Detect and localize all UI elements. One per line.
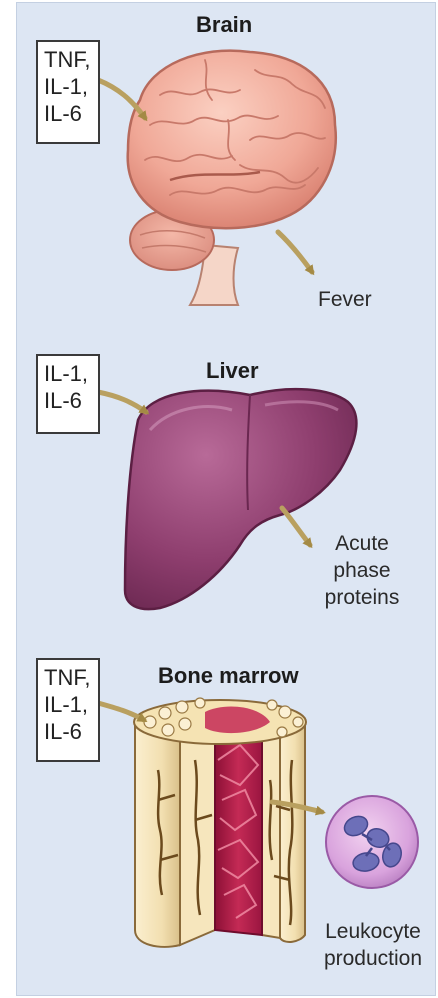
cytokine-label: TNF,	[44, 46, 92, 73]
cytokine-label: IL-1,	[44, 691, 92, 718]
effect-label-liver: Acute phase proteins	[312, 530, 412, 611]
cytokine-box-liver: IL-1, IL-6	[36, 354, 100, 434]
cerebrum	[128, 51, 336, 229]
cytokine-label: IL-6	[44, 718, 92, 745]
cytokine-label: IL-6	[44, 387, 92, 414]
cytokine-label: IL-1,	[44, 73, 92, 100]
cytokine-label: IL-6	[44, 100, 92, 127]
brain-illustration	[128, 51, 336, 305]
organ-title-bone-marrow: Bone marrow	[158, 663, 299, 689]
brain-input-arrow	[98, 80, 145, 118]
organ-title-liver: Liver	[206, 358, 259, 384]
liver-input-arrow	[98, 392, 146, 412]
cytokine-box-bone-marrow: TNF, IL-1, IL-6	[36, 658, 100, 762]
effect-line: Fever	[318, 286, 372, 313]
cytokine-box-brain: TNF, IL-1, IL-6	[36, 40, 100, 144]
effect-line: proteins	[312, 584, 412, 611]
effect-line: phase	[312, 557, 412, 584]
bone-shaft	[135, 720, 180, 947]
liver-output-arrow	[282, 508, 310, 545]
leukocyte-illustration	[326, 796, 418, 888]
cytokine-label: IL-1,	[44, 360, 92, 387]
organ-title-brain: Brain	[196, 12, 252, 38]
effect-line: production	[318, 945, 428, 972]
effect-label-brain: Fever	[318, 286, 372, 313]
bone-marrow-illustration	[134, 698, 306, 947]
effect-label-bone-marrow: Leukocyte production	[318, 918, 428, 972]
brain-output-arrow	[278, 232, 312, 272]
effect-line: Acute	[312, 530, 412, 557]
bone-marrow-input-arrow	[98, 703, 144, 720]
cytokine-label: TNF,	[44, 664, 92, 691]
effect-line: Leukocyte	[318, 918, 428, 945]
